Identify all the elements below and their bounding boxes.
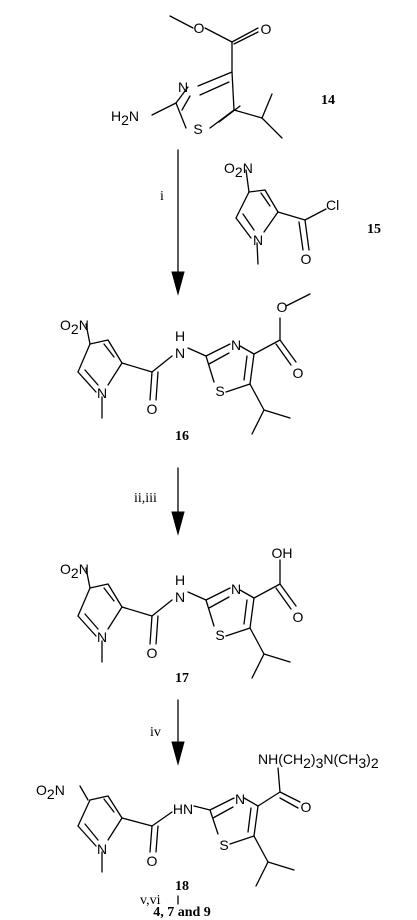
atom-o-17-amide: O (147, 645, 158, 661)
compound-18-structure (77, 767, 301, 887)
atom-s-18: S (219, 837, 228, 853)
atom-n-18-pyrrole: N (97, 841, 107, 857)
atom-no2-16: O2N (60, 317, 89, 337)
atom-nh2-14: H2N (111, 108, 139, 128)
compound-15-label: 15 (367, 222, 381, 237)
atom-o-16-carbonyl: O (293, 365, 304, 381)
compound-17-label: 17 (175, 671, 189, 686)
atom-n-18-thiazole: N (235, 791, 245, 807)
atom-o-18-carbonyl: O (301, 799, 312, 815)
side-chain-18: NH(CH2)3N(CH3)2 (258, 751, 379, 771)
compound-17-structure (77, 559, 297, 679)
atom-oh-17: OH (272, 545, 293, 561)
compound-14-structure (151, 15, 283, 139)
atom-o-14-ester: O (194, 20, 205, 36)
atom-n-14: N (178, 79, 188, 95)
atom-n-16-pyrrole: N (97, 385, 107, 401)
compound-18-label: 18 (175, 879, 189, 894)
atom-o-16-amide: O (147, 401, 158, 417)
reagent-step-3: iv (150, 725, 161, 740)
reaction-arrow-3-head (171, 741, 185, 766)
atom-o-18-amide: O (147, 853, 158, 869)
reagent-step-4: v,vi (140, 893, 161, 908)
compound-15-structure (235, 169, 327, 265)
reagent-step-1: i (160, 189, 164, 204)
compound-16-label: 16 (175, 429, 189, 444)
compound-16-structure (77, 293, 311, 435)
atom-nh-16-h: H (175, 328, 185, 344)
final-products-label: 4, 7 and 9 (153, 905, 211, 920)
atom-s-16: S (215, 383, 224, 399)
atom-n-15: N (253, 232, 263, 248)
atom-o-14-carbonyl: O (261, 21, 272, 37)
atom-nh-17: N (175, 589, 185, 605)
atom-s-14: S (193, 121, 202, 137)
atom-o-15: O (301, 251, 312, 267)
atom-hn-18: HN (173, 801, 193, 817)
atom-o-17-carbonyl: O (293, 609, 304, 625)
reagent-step-2: ii,iii (134, 491, 157, 506)
atom-no2-17: O2N (60, 561, 89, 581)
atom-nh-16: N (175, 345, 185, 361)
atom-no2-18: O2N (36, 782, 65, 802)
reaction-arrow-2-head (171, 511, 185, 536)
atom-no2-15: O2N (224, 160, 253, 180)
atom-cl-15: Cl (326, 197, 339, 213)
reaction-arrow-1-head (171, 271, 185, 296)
compound-14-label: 14 (321, 93, 335, 108)
atom-o-16-ester: O (277, 299, 288, 315)
atom-n-16-thiazole: N (231, 337, 241, 353)
atom-s-17: S (215, 627, 224, 643)
atom-n-17-pyrrole: N (97, 629, 107, 645)
atom-n-17-thiazole: N (231, 581, 241, 597)
atom-nh-17-h: H (175, 572, 185, 588)
